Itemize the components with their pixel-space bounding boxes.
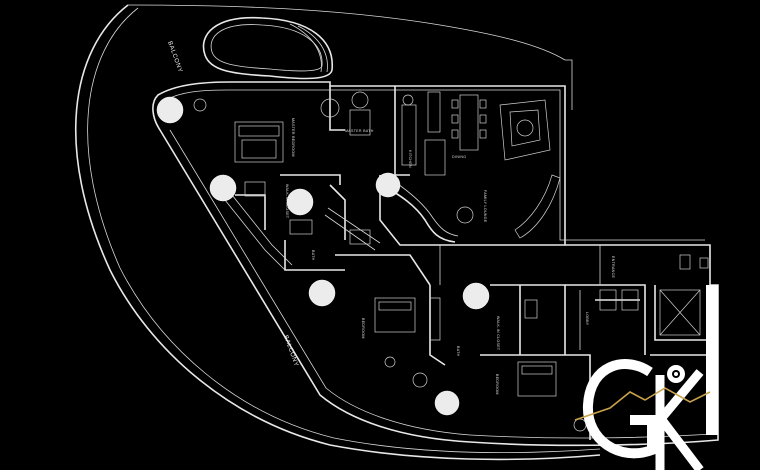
gk-monogram-icon	[574, 285, 718, 470]
bath-fixtures	[289, 91, 701, 336]
room-label-walk-in: WALK-IN CLOSET	[496, 316, 500, 351]
balcony-planter	[202, 16, 333, 80]
balcony-label-top: BALCONY	[166, 41, 183, 74]
master-bed	[234, 121, 284, 163]
room-label-kitchen: KITCHEN	[408, 150, 412, 168]
dining-table	[451, 94, 487, 151]
room-label-entrance: ENTRANCE	[611, 256, 615, 278]
balcony-outline	[74, 4, 601, 461]
room-label-lobby: LOBBY	[585, 312, 589, 326]
lounge-sofa	[499, 99, 551, 161]
room-label-bath-3: BATH	[311, 250, 315, 261]
room-label-family-lounge: FAMILY LOUNGE	[483, 190, 487, 223]
kitchen-counter	[381, 91, 459, 243]
structural-columns	[156, 96, 490, 416]
room-label-dining: DINING	[452, 155, 466, 159]
room-label-bedroom-2: BEDROOM	[361, 318, 365, 339]
bedroom-3-bed	[517, 361, 557, 397]
bedroom-2-bed	[374, 297, 416, 333]
room-label-master-bath: MASTER BATH	[345, 129, 374, 133]
room-label-master-wic: WALK-IN CLOSET	[285, 184, 289, 219]
family-lounge-sofa	[402, 94, 561, 239]
room-label-bedroom-3: BEDROOM	[495, 374, 499, 395]
misc-furniture	[193, 98, 709, 432]
room-label-bath-2: BATH	[456, 346, 460, 357]
building-outline	[152, 81, 719, 447]
room-label-master-bedroom: MASTER BEDROOM	[291, 118, 295, 157]
interior-walls	[235, 86, 710, 440]
